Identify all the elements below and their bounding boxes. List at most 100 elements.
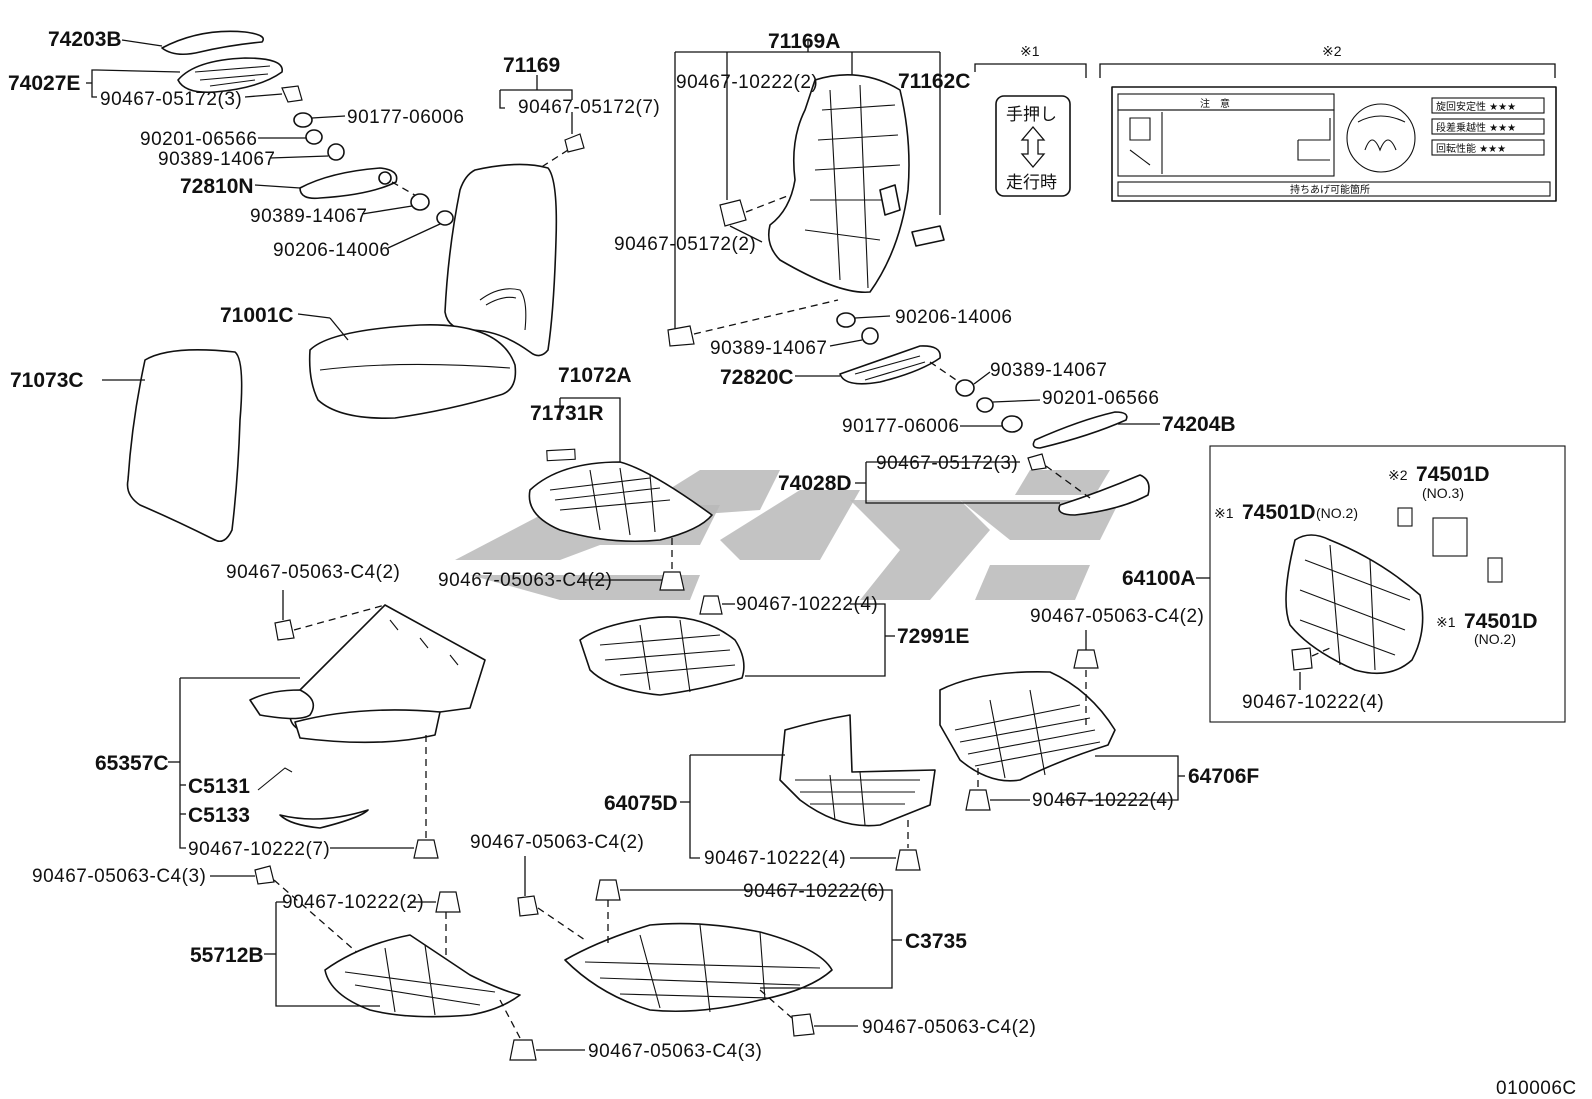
watermark-logo [455, 470, 1120, 600]
armrest-left-group [86, 30, 454, 249]
seat-assembly [102, 75, 585, 543]
inset-code-b: 74501D [1242, 501, 1316, 524]
part-71162C [911, 225, 945, 247]
inset-code-c: 74501D [1464, 610, 1538, 633]
inset-frame [1209, 445, 1566, 723]
part-64075D [779, 714, 936, 827]
callout-71169A: 71169A [768, 30, 840, 53]
callout-90389-14067-b: 90389-14067 [250, 206, 368, 227]
note-labels [974, 63, 1557, 202]
callout-90467-10222-4-b: 90467-10222(4) [704, 848, 846, 869]
callout-64706F: 64706F [1188, 765, 1259, 788]
callout-72820C: 72820C [720, 366, 794, 389]
callout-90467-10222-4-a: 90467-10222(4) [736, 594, 878, 615]
inset-callouts: ※2 74501D (NO.3) ※1 74501D (NO.2) ※1 745… [1214, 463, 1538, 647]
callout-74028D: 74028D [778, 472, 852, 495]
callout-64075D: 64075D [604, 792, 678, 815]
part-71001C [308, 324, 517, 419]
callout-90467-05172-3: 90467-05172(3) [100, 89, 242, 110]
warning-row3: 回転性能 ★★★ [1436, 142, 1506, 155]
part-72820C [839, 345, 941, 385]
part-71169 [444, 163, 558, 357]
part-64100A [1285, 534, 1424, 675]
callout-90467-10222-6: 90467-10222(6) [743, 881, 885, 902]
inset-mark-c: ※1 [1436, 614, 1456, 630]
note1-marker: ※1 [1020, 43, 1040, 59]
part-74203B [161, 30, 264, 56]
callout-74204B: 74204B [1162, 413, 1236, 436]
callout-71001C: 71001C [220, 304, 294, 327]
part-74204B [1032, 411, 1128, 449]
callout-C5131: C5131 [188, 775, 250, 798]
note2-marker: ※2 [1322, 43, 1342, 59]
callout-90389-14067-c: 90389-14067 [710, 338, 828, 359]
part-64706F [939, 671, 1116, 782]
inset-mark-a: ※2 [1388, 467, 1408, 483]
seat-frame-group [579, 595, 895, 696]
callout-90201-06566: 90201-06566 [140, 129, 258, 150]
callout-90467-05063-C4-3-b: 90467-05063-C4(3) [588, 1041, 762, 1062]
washer-90201 [305, 129, 323, 145]
callout-74203B: 74203B [48, 28, 122, 51]
callout-labels: 74203B 74027E 90467-05172(3) 90177-06006… [8, 28, 1384, 1062]
nut-90177 [293, 112, 313, 128]
callout-71072A: 71072A [558, 364, 632, 387]
part-71169A [767, 74, 910, 294]
push-label-bottom: 走行時 [1006, 173, 1057, 193]
floor-covers-group [680, 630, 1185, 871]
part-74027E [177, 57, 283, 94]
warning-row2: 段差乗越性 ★★★ [1436, 121, 1516, 134]
callout-90467-05172-3-b: 90467-05172(3) [876, 453, 1018, 474]
inset-sub-a: (NO.3) [1422, 485, 1464, 501]
callout-65357C: 65357C [95, 752, 169, 775]
bottom-group [210, 856, 902, 1061]
callout-90467-05063-C4-2-e: 90467-05063-C4(2) [862, 1017, 1036, 1038]
armrest-right-group [795, 312, 1160, 516]
inset-code-a: 74501D [1416, 463, 1490, 486]
back-frame-group [667, 40, 945, 347]
warning-row1: 旋回安定性 ★★★ [1436, 100, 1516, 113]
note-texts: ※1 ※2 手押し 走行時 注 意 旋回安定性 ★★★ 段差乗越性 ★★★ 回転… [1006, 43, 1576, 1099]
part-55712B [324, 934, 521, 1018]
callout-90389-14067: 90389-14067 [158, 149, 276, 170]
part-72810N [299, 167, 398, 200]
callout-71162C: 71162C [898, 70, 970, 93]
callout-90467-10222-4-d: 90467-10222(4) [1242, 692, 1384, 713]
warning-header: 注 意 [1200, 97, 1230, 110]
callout-72810N: 72810N [180, 175, 254, 198]
callout-71073C: 71073C [10, 369, 84, 392]
part-C3735 [564, 922, 833, 1013]
callout-90467-10222-4-c: 90467-10222(4) [1032, 790, 1174, 811]
callout-74027E: 74027E [8, 72, 80, 95]
part-C5131 [257, 767, 293, 791]
callout-90467-05063-C4-2-a: 90467-05063-C4(2) [226, 562, 400, 583]
callout-90177-06006-b: 90177-06006 [842, 416, 960, 437]
part-74028D [1058, 474, 1150, 516]
callout-90467-05172-7: 90467-05172(7) [518, 97, 660, 118]
callout-90206-14006-b: 90206-14006 [895, 307, 1013, 328]
bushing-90389 [327, 143, 345, 161]
callout-90467-10222-2-b: 90467-10222(2) [282, 892, 424, 913]
callout-71731R: 71731R [530, 402, 604, 425]
inset-sub-b: (NO.2) [1316, 505, 1358, 521]
seat-base-group [528, 397, 713, 591]
callout-90467-05063-C4-2-b: 90467-05063-C4(2) [438, 570, 612, 591]
callout-90467-05063-C4-2-c: 90467-05063-C4(2) [1030, 606, 1204, 627]
callout-72991E: 72991E [897, 625, 969, 648]
callout-C3735: C3735 [905, 930, 967, 953]
inset-64100A [1196, 445, 1566, 723]
callout-90467-05063-C4-2-d: 90467-05063-C4(2) [470, 832, 644, 853]
callout-90467-05172-2: 90467-05172(2) [614, 234, 756, 255]
callout-71169: 71169 [503, 54, 560, 77]
push-label-top: 手押し [1006, 105, 1057, 125]
callout-90467-10222-2: 90467-10222(2) [676, 72, 818, 93]
part-71072A [528, 461, 713, 543]
callout-55712B: 55712B [190, 944, 264, 967]
callout-90467-10222-7: 90467-10222(7) [188, 839, 330, 860]
callout-90389-14067-d: 90389-14067 [990, 360, 1108, 381]
inset-mark-b: ※1 [1214, 505, 1234, 521]
callout-90206-14006: 90206-14006 [273, 240, 391, 261]
callout-90467-05063-C4-3-a: 90467-05063-C4(3) [32, 866, 206, 887]
